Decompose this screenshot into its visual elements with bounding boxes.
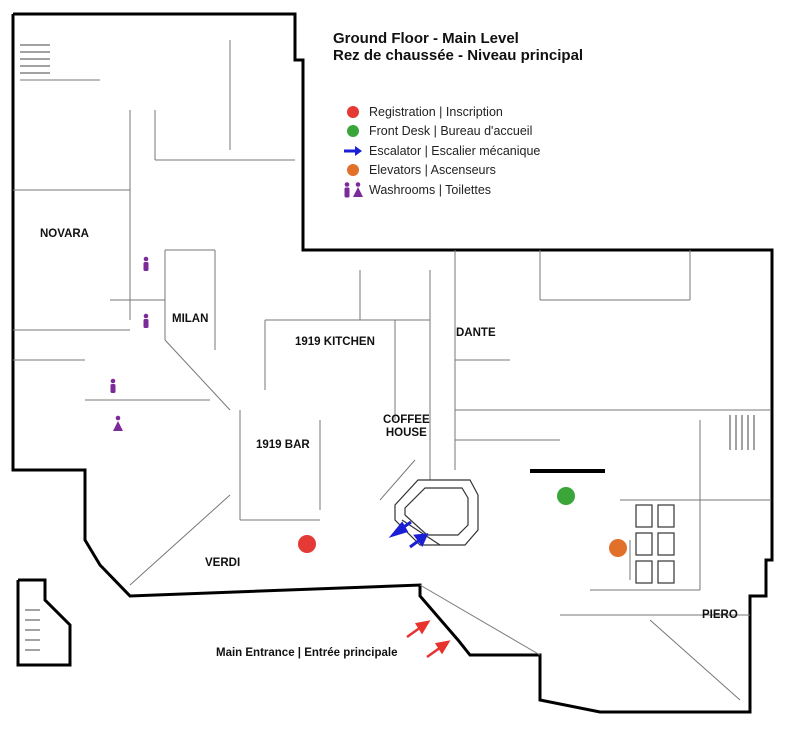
legend-label: Escalator | Escalier mécanique <box>369 143 541 158</box>
main-entrance-label: Main Entrance | Entrée principale <box>216 647 398 659</box>
red-dot-icon <box>347 105 359 118</box>
building-outline <box>11 12 774 714</box>
room-coffee-line2: HOUSE <box>385 427 427 439</box>
room-verdi: VERDI <box>205 557 241 569</box>
room-novara: NOVARA <box>40 228 89 240</box>
front-desk-marker <box>557 487 575 505</box>
elevator-shafts <box>635 504 675 584</box>
room-coffee-line1: COFFEE <box>383 414 430 426</box>
legend-label: Elevators | Ascenseurs <box>369 163 496 178</box>
legend-label: Registration | Inscription <box>369 104 503 119</box>
interior-walls <box>13 40 770 701</box>
washroom-icon <box>344 181 363 198</box>
room-coffee-house: COFFEE HOUSE <box>383 414 430 440</box>
legend-label: Front Desk | Bureau d'accueil <box>369 124 533 139</box>
map-title: Ground Floor - Main Level <box>333 30 519 47</box>
legend-item-escalator: Escalator | Escalier mécanique <box>340 141 540 161</box>
blue-arrow-icon <box>344 145 362 156</box>
room-milan: MILAN <box>172 313 209 325</box>
escalator-arrows <box>388 520 429 549</box>
legend-item-front-desk: Front Desk | Bureau d'accueil <box>340 122 540 142</box>
legend-item-elevators: Elevators | Ascenseurs <box>340 161 540 181</box>
entrance-arrows <box>406 620 451 659</box>
room-1919-kitchen: 1919 KITCHEN <box>295 336 375 348</box>
green-dot-icon <box>347 125 359 138</box>
washroom-icon-map <box>110 256 149 431</box>
room-piero: PIERO <box>702 609 738 621</box>
legend: Registration | Inscription Front Desk | … <box>340 102 540 200</box>
front-desk-counter <box>530 469 605 473</box>
elevators-marker <box>609 539 627 557</box>
orange-dot-icon <box>347 164 359 177</box>
map-subtitle: Rez de chaussée - Niveau principal <box>333 47 584 64</box>
room-dante: DANTE <box>456 327 496 339</box>
room-1919-bar: 1919 BAR <box>256 439 310 451</box>
registration-marker <box>298 535 316 553</box>
escalator-structure <box>394 479 479 546</box>
legend-label: Washrooms | Toilettes <box>369 182 492 197</box>
legend-item-registration: Registration | Inscription <box>340 102 540 122</box>
legend-item-washrooms: Washrooms | Toilettes <box>340 180 540 200</box>
stairs <box>20 44 755 651</box>
